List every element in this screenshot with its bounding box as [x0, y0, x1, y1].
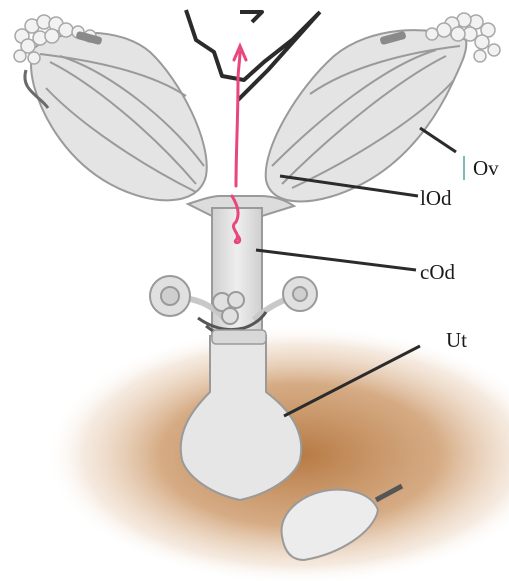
upper-tubes: [186, 10, 320, 100]
label-lod: lOd: [420, 188, 452, 209]
label-cod: cOd: [420, 262, 455, 283]
left-ovary: [31, 33, 207, 201]
leader-ov: [420, 128, 456, 152]
uterus-neck: [212, 330, 266, 344]
right-ovary: [266, 30, 467, 201]
label-ut: Ut: [446, 330, 467, 351]
label-ov: Ov: [473, 158, 499, 179]
leader-cod: [256, 250, 416, 270]
